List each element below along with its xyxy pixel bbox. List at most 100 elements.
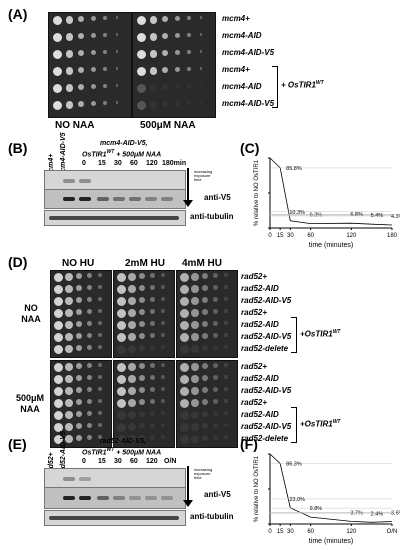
colony-spot [54,363,63,372]
timepoint: 0 [82,458,86,465]
blot-v5-long [44,189,186,209]
colony-spot [54,321,63,330]
blot-header-strain: mcm4-AID-V5, [100,140,148,147]
colony-spot [128,321,136,329]
colony-spot [224,435,228,439]
colony-spot [161,321,165,325]
colony-spot [54,297,63,306]
colony-spot [117,435,126,444]
colony-spot [191,333,199,341]
strain-label: rad52-delete [241,434,289,443]
colony-spot [65,363,73,371]
colony-spot [213,399,219,405]
panel-label-e: (E) [8,436,27,452]
colony-spot [213,375,219,381]
colony-spot [202,309,209,316]
timepoint: 60 [130,458,138,465]
colony-spot [161,309,165,313]
colony-spot [213,321,219,327]
colony-spot [161,285,165,289]
colony-spot [150,333,156,339]
colony-spot [150,285,156,291]
colony-spot [65,375,73,383]
colony-spot [150,309,156,315]
antibody-label: anti-tubulin [190,512,234,521]
strain-label: mcm4-AID-V5 [222,99,275,108]
blot-header-condition: OsTIR1WT + 500μM NAA [82,447,162,457]
colony-spot [78,101,85,108]
colony-spot [191,285,199,293]
x-tick-label: O/N [387,529,398,535]
colony-spot [150,273,156,279]
colony-spot [128,399,136,407]
colony-spot [54,273,63,282]
colony-spot [103,84,107,88]
strain-label: rad52-AID [241,374,279,383]
colony-spot [187,67,191,71]
colony-spot [53,101,62,110]
strain-label: rad52-AID-V5 [241,332,292,341]
colony-spot [149,33,158,41]
colony-spot [161,273,165,277]
colony-spot [53,33,62,42]
colony-spot [54,285,63,294]
colony-spot [161,363,165,367]
colony-spot [180,285,189,294]
colony-spot [213,363,219,369]
column-label: 2mM HU [125,258,166,269]
colony-spot [65,16,74,24]
colony-spot [54,387,63,396]
colony-spot [213,273,219,279]
colony-spot [137,84,146,93]
colony-spot [65,387,73,395]
colony-spot [162,101,169,108]
colony-spot [76,333,83,340]
colony-spot [98,345,102,349]
colony-spot [53,50,62,59]
colony-spot [180,387,189,396]
colony-spot [76,387,83,394]
bracket [291,407,297,443]
colony-spot [224,345,228,349]
bracket-label: +OsTIR1WT [300,329,341,339]
colony-spot [224,363,228,367]
colony-spot [139,273,146,280]
colony-spot [76,297,83,304]
colony-spot [103,67,107,71]
colony-spot [65,67,74,75]
data-label: 86.3% [286,462,302,468]
blot-v5-short [44,468,186,488]
colony-spot [54,423,63,432]
colony-spot [161,423,165,427]
colony-spot [128,285,136,293]
colony-spot [65,309,73,317]
colony-spot [54,435,63,444]
colony-spot [224,399,228,403]
colony-spot [117,321,126,330]
colony-spot [87,363,93,369]
colony-spot [180,333,189,342]
colony-spot [117,333,126,342]
colony-spot [54,399,63,408]
colony-spot [161,345,165,349]
colony-spot [202,399,209,406]
colony-spot [202,411,209,418]
exposure-label: increasing exposure time [194,169,213,183]
colony-spot [139,375,146,382]
colony-spot [139,399,146,406]
colony-spot [213,285,219,291]
panel-label-d: (D) [8,254,28,270]
blot-v5-short [44,170,186,190]
strain-label: rad52-AID [241,320,279,329]
colony-spot [139,297,146,304]
colony-spot [128,333,136,341]
colony-spot [191,273,199,281]
colony-spot [150,345,156,351]
colony-spot [174,50,180,56]
colony-spot [90,16,96,22]
colony-spot [98,435,102,439]
bracket [291,317,297,353]
colony-spot [202,333,209,340]
x-tick-label: 15 [277,233,284,239]
data-label: 10.3% [289,210,305,216]
